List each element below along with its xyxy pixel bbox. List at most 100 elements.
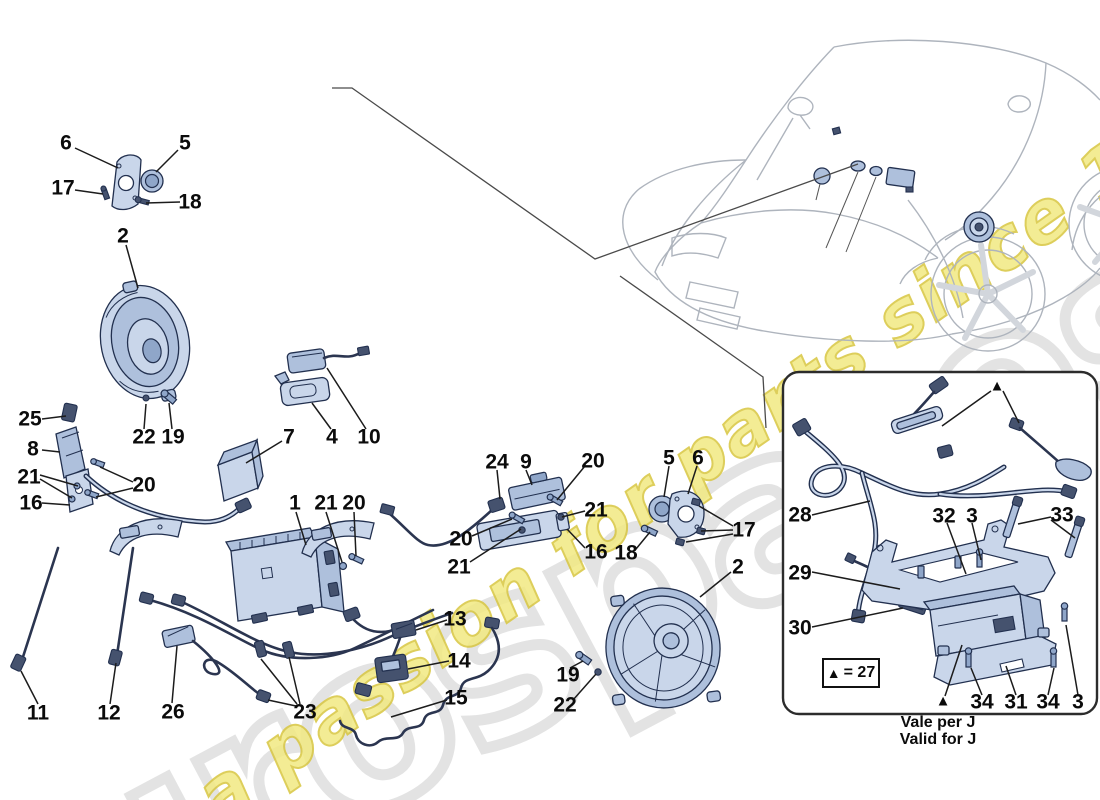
- callout-26: 26: [161, 700, 185, 724]
- callout-19-bottom: 19: [556, 663, 580, 687]
- callout-4: 4: [326, 425, 338, 449]
- callout-6-right: 6: [692, 446, 704, 470]
- clip-25: [61, 402, 78, 423]
- callout-21-left: 21: [17, 465, 41, 489]
- mast-33-a: [1002, 495, 1024, 539]
- connector-13: [390, 619, 417, 640]
- legend-triangle-icon: ▲: [826, 665, 841, 681]
- whip-antenna-11: [10, 546, 60, 672]
- variant-panel: [781, 370, 1099, 716]
- callout-5-left: 5: [179, 131, 191, 155]
- callout-16-left: 16: [19, 491, 43, 515]
- car-outline: [622, 39, 1100, 352]
- legend-box: ▲ = 27: [822, 658, 880, 688]
- callout-1: 1: [289, 491, 301, 515]
- variant-note-line2: Valid for J: [899, 731, 977, 748]
- antenna-lead-cable: [83, 473, 252, 525]
- callout-12: 12: [97, 701, 121, 725]
- connector-24: [487, 496, 506, 513]
- car-horn-speaker: [813, 167, 831, 185]
- unit-9: [508, 471, 566, 511]
- car-module: [885, 166, 916, 189]
- connector-block-14: [354, 653, 409, 697]
- screw-19-bottom: [575, 650, 593, 666]
- callout-20-mid: 20: [449, 527, 473, 551]
- car-highlighted-components: [813, 126, 995, 253]
- callout-19-left: 19: [161, 425, 185, 449]
- callout-15: 15: [444, 686, 468, 710]
- callout-18-left: 18: [178, 190, 202, 214]
- bracket-group-left: [55, 402, 106, 513]
- callout-21-mid: 21: [447, 555, 471, 579]
- callout-2-left: 2: [117, 224, 129, 248]
- screw-22-left: [142, 394, 150, 402]
- callout-5-right: 5: [663, 446, 675, 470]
- callout-34-right: 34: [1036, 690, 1060, 714]
- harness-28: [792, 417, 1078, 624]
- projection-lines: [332, 87, 859, 429]
- antenna-cable-a: [890, 375, 949, 435]
- callout-16-right: 16: [584, 540, 608, 564]
- block-7: [216, 437, 264, 502]
- callout-13: 13: [443, 607, 467, 631]
- mast-33-b: [1064, 515, 1086, 559]
- screw-17-left: [100, 185, 111, 201]
- speaker-left: [99, 280, 191, 402]
- screw-3-bottom: [1060, 602, 1069, 622]
- callout-6-left: 6: [60, 131, 72, 155]
- screw-20-left-b: [84, 489, 100, 500]
- callout-18-right: 18: [614, 541, 638, 565]
- tray-4: [273, 371, 331, 407]
- antenna-cable-b: [1008, 417, 1092, 481]
- callout-tri-bottom: ▲: [935, 692, 951, 710]
- callout-32: 32: [932, 504, 956, 528]
- car-dash-tweeter-2: [869, 165, 883, 177]
- nut-21-amp: [338, 561, 348, 571]
- callout-31: 31: [1004, 690, 1028, 714]
- callout-10: 10: [357, 425, 381, 449]
- mount-17-a: [691, 497, 701, 507]
- tweeter-assembly-left: [100, 154, 164, 211]
- whip-antenna-12: [107, 546, 135, 667]
- callout-9: 9: [520, 450, 532, 474]
- clip-23-a: [253, 639, 268, 658]
- callout-20-top: 20: [581, 449, 605, 473]
- callout-28: 28: [788, 503, 812, 527]
- speaker-right: [605, 587, 722, 709]
- amplifier-1: [224, 527, 345, 624]
- clip-23-b: [281, 640, 296, 659]
- mount-17-c: [675, 537, 685, 547]
- callout-21-amp: 21: [314, 491, 338, 515]
- callout-14: 14: [447, 649, 471, 673]
- callout-23: 23: [293, 700, 317, 724]
- module-10: [286, 345, 370, 374]
- front-wheel-spokes: [936, 242, 1036, 341]
- antenna-fin-right: [301, 520, 375, 558]
- harness-15: [338, 616, 501, 747]
- callout-tri-top: ▲: [989, 377, 1005, 395]
- callout-21-right: 21: [584, 498, 608, 522]
- callout-8: 8: [27, 437, 39, 461]
- screw-34-left: [964, 647, 973, 668]
- screw-18-right: [640, 524, 659, 538]
- cable-26: [161, 624, 272, 704]
- callout-29: 29: [788, 561, 812, 585]
- callout-20-left: 20: [132, 473, 156, 497]
- tweeter-assembly-right: [640, 490, 706, 547]
- screw-20-amp: [348, 552, 365, 565]
- module-27: [922, 585, 1047, 657]
- callout-3-top: 3: [966, 504, 978, 528]
- screw-20-left-a: [90, 458, 106, 469]
- callout-11: 11: [26, 701, 50, 725]
- screw-34-right: [1049, 647, 1058, 668]
- screw-20-mid: [508, 511, 526, 525]
- screw-20-top: [546, 493, 564, 507]
- legend-text: = 27: [843, 664, 876, 681]
- leader-lines: [20, 147, 1079, 718]
- callout-22-left: 22: [132, 425, 156, 449]
- screw-19-left: [160, 389, 178, 406]
- callout-17-left: 17: [51, 176, 75, 200]
- callout-3-bottom: 3: [1072, 690, 1084, 714]
